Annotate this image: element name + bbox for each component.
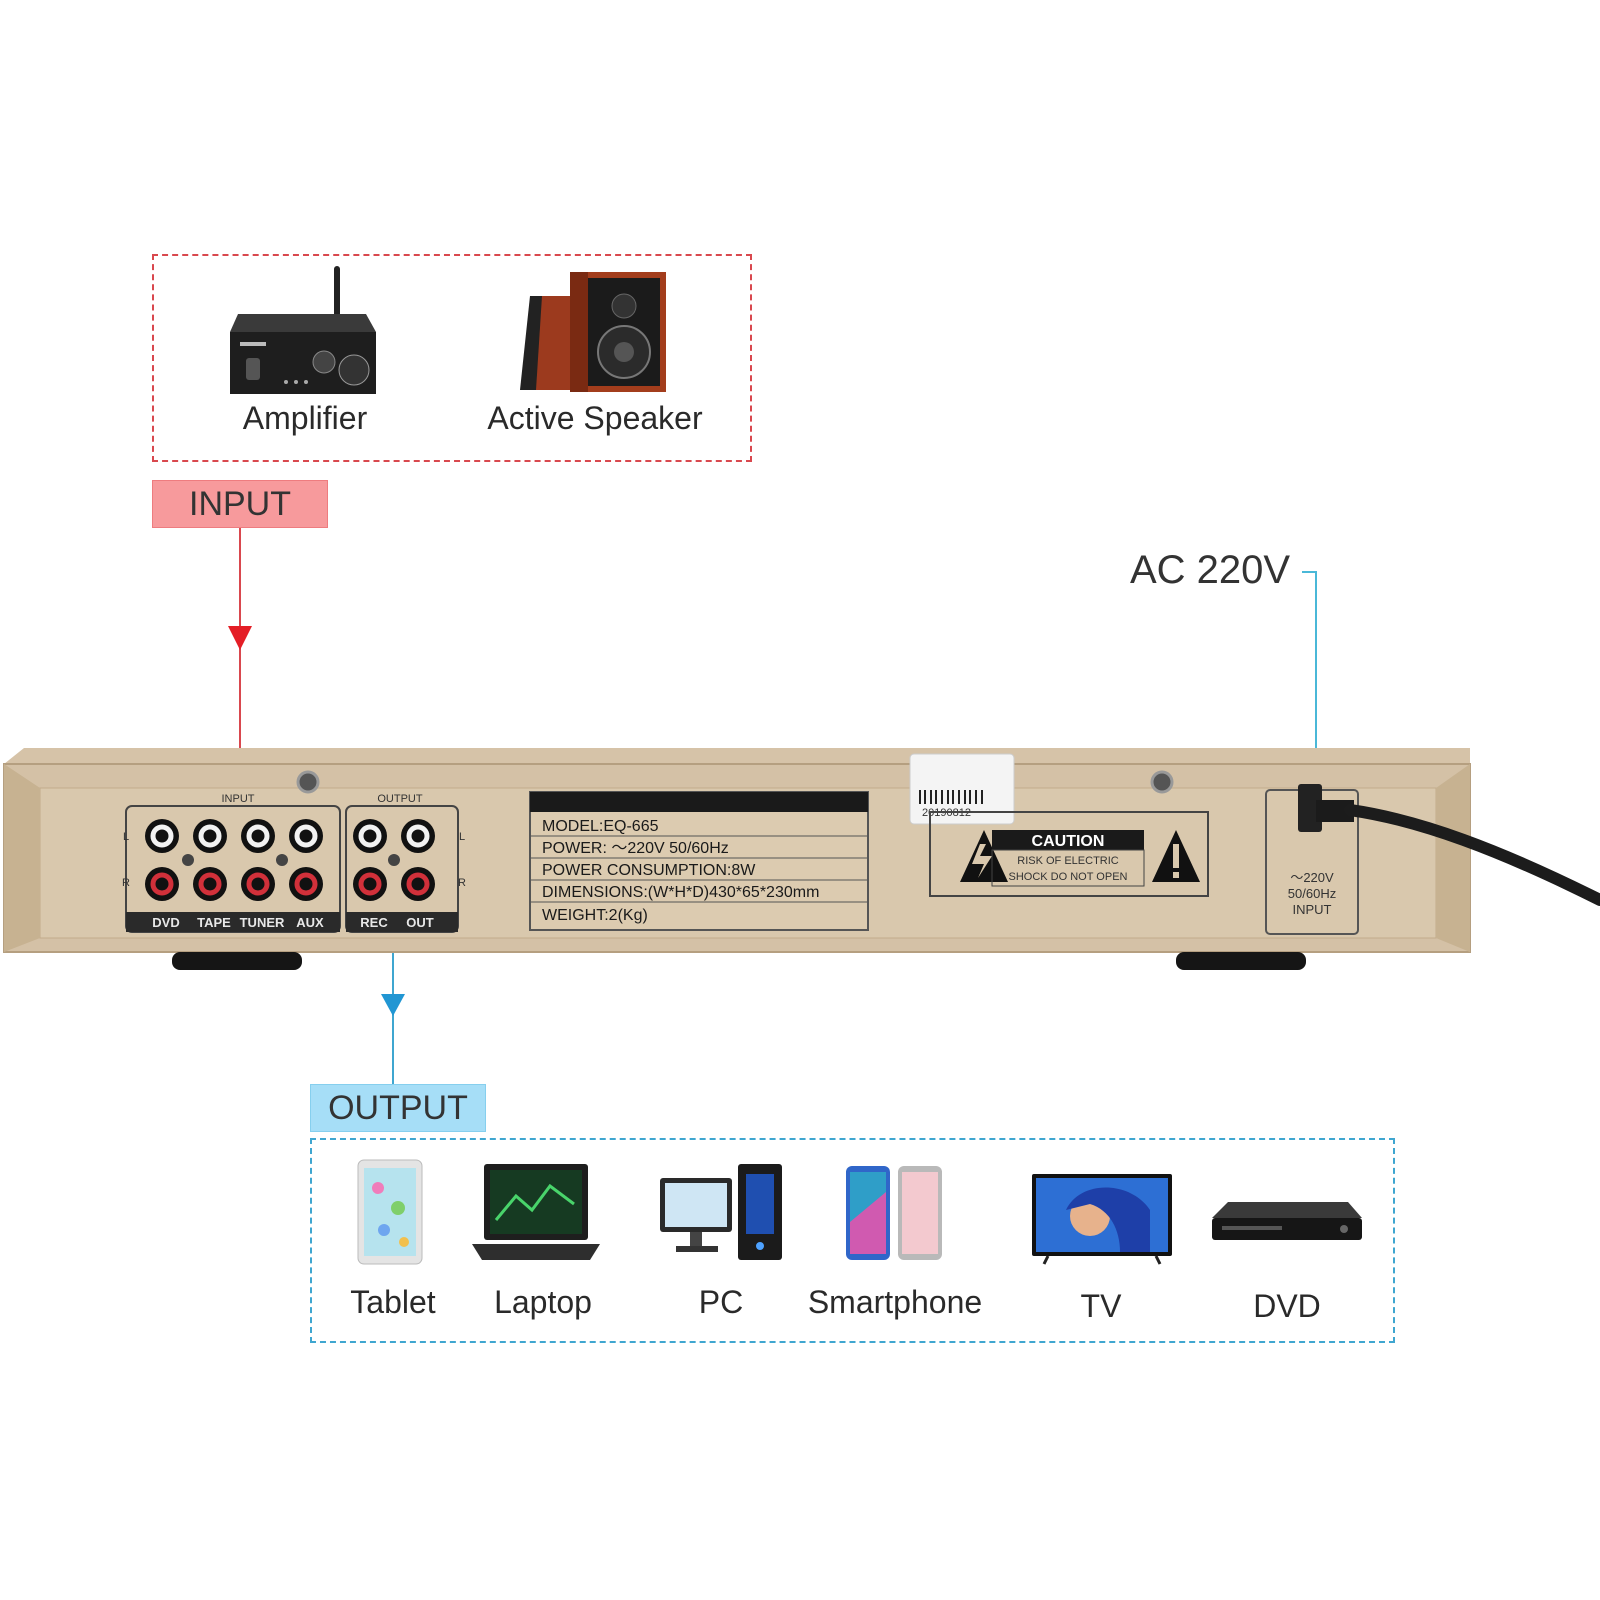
spec-dimensions: DIMENSIONS:(W*H*D)430*65*230mm — [542, 884, 819, 901]
jack-label-out: OUT — [406, 915, 434, 930]
socket-line-2: 50/60Hz — [1288, 886, 1336, 901]
input-tag: INPUT — [152, 480, 328, 528]
output-devices-box — [310, 1138, 1395, 1343]
caution-label: CAUTION RISK OF ELECTRIC SHOCK DO NOT OP… — [929, 811, 1209, 897]
tablet-icon — [357, 1159, 423, 1265]
jack-label-tape: TAPE — [197, 915, 231, 930]
device-label-active-speaker: Active Speaker — [487, 400, 703, 436]
dvd-player-icon — [1212, 1202, 1362, 1240]
power-connector-line — [1302, 571, 1317, 800]
panel-input-group-label: INPUT — [222, 793, 255, 805]
output-tag: OUTPUT — [310, 1084, 486, 1132]
socket-line-3: INPUT — [1293, 902, 1332, 917]
spec-power: POWER: ～220V 50/60Hz — [542, 840, 729, 857]
speaker-icon — [520, 272, 666, 392]
output-arrow-icon — [381, 994, 405, 1016]
spec-weight: WEIGHT:2(Kg) — [542, 907, 648, 924]
input-arrow-icon — [228, 626, 252, 650]
rca-jacks — [145, 819, 435, 901]
panel-output-channel-r: R — [458, 877, 466, 889]
pc-icon — [660, 1164, 782, 1260]
panel-input-channel-r: R — [122, 877, 130, 889]
equalizer-rear-panel: INPUT OUTPUT L R L R DVD TAPE TUNER AUX … — [3, 748, 1600, 970]
jack-label-tuner: TUNER — [240, 915, 285, 930]
caution-line-1: RISK OF ELECTRIC — [1017, 855, 1119, 867]
device-label-laptop: Laptop — [494, 1284, 592, 1320]
caution-line-2: SHOCK DO NOT OPEN — [1009, 871, 1128, 883]
device-label-smartphone: Smartphone — [807, 1284, 983, 1320]
ac-power-label: AC 220V — [1130, 548, 1291, 592]
device-label-dvd: DVD — [1253, 1288, 1321, 1324]
spec-consumption: POWER CONSUMPTION:8W — [542, 862, 756, 879]
socket-line-1: ～220V — [1290, 870, 1334, 885]
barcode-sticker: 20190812 — [909, 753, 1015, 825]
caution-title: CAUTION — [1032, 833, 1105, 850]
device-label-tv: TV — [1080, 1288, 1122, 1324]
spec-model: MODEL:EQ-665 — [542, 818, 659, 835]
panel-output-channel-l: L — [459, 831, 465, 843]
device-label-tablet: Tablet — [350, 1284, 436, 1320]
input-devices-box — [152, 254, 752, 462]
smartphone-icon — [846, 1166, 942, 1260]
spec-plate: MODEL:EQ-665 POWER: ～220V 50/60Hz POWER … — [529, 791, 869, 931]
panel-output-group-label: OUTPUT — [377, 793, 423, 805]
device-label-pc: PC — [698, 1284, 744, 1320]
power-cord-icon — [1298, 784, 1600, 906]
laptop-icon — [472, 1164, 600, 1260]
jack-label-dvd: DVD — [152, 915, 179, 930]
jack-label-aux: AUX — [296, 915, 324, 930]
device-label-amplifier: Amplifier — [242, 400, 368, 436]
amplifier-icon — [230, 266, 376, 394]
panel-input-channel-l: L — [123, 831, 129, 843]
tv-icon — [1032, 1174, 1172, 1265]
jack-label-rec: REC — [360, 915, 388, 930]
